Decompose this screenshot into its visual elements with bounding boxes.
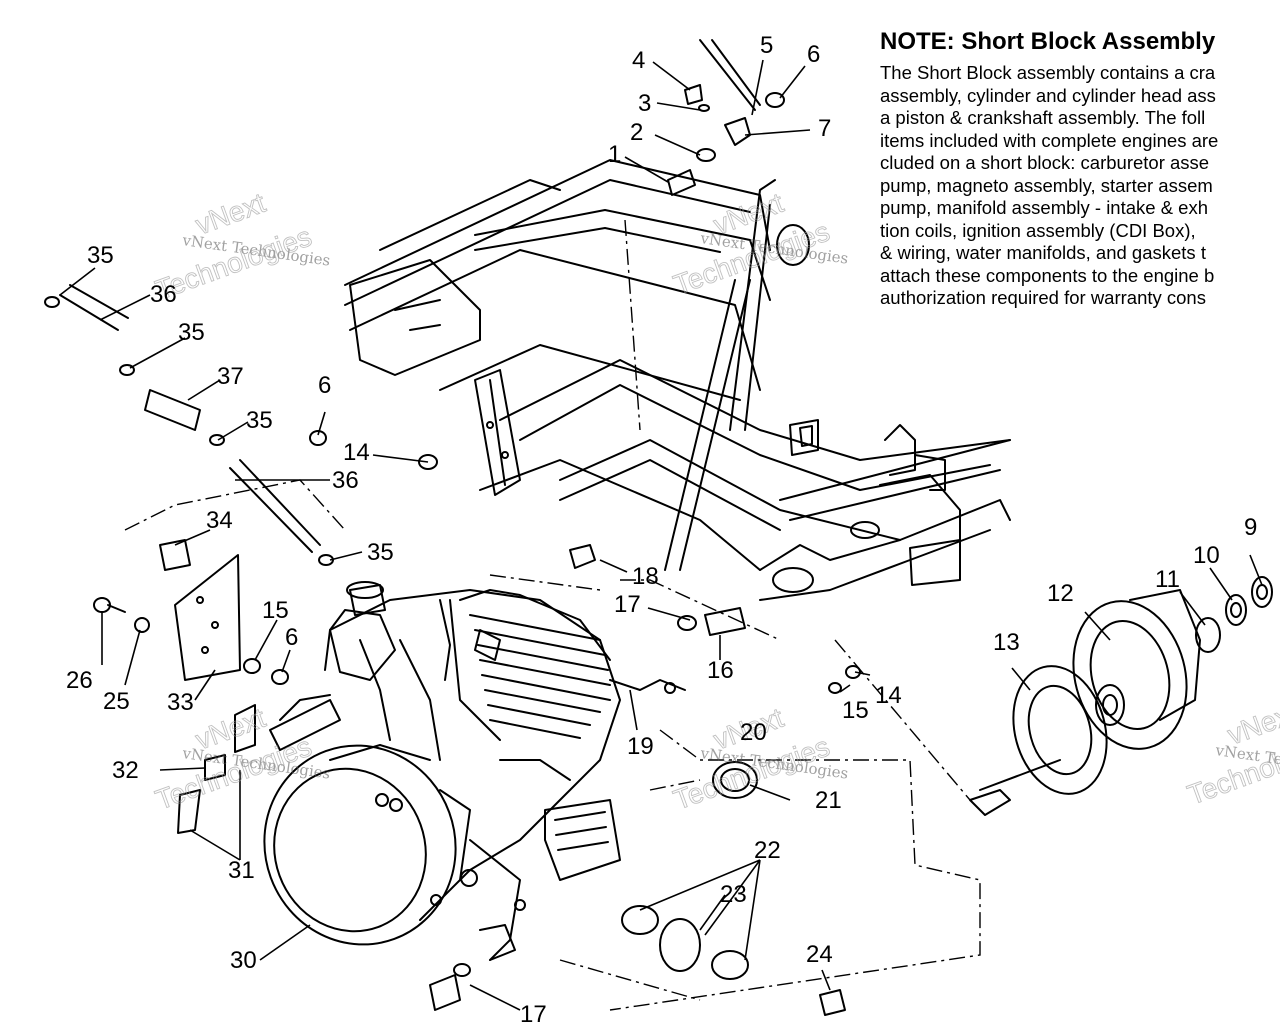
callout-label: 33 xyxy=(167,689,194,716)
note-line: The Short Block assembly contains a cra xyxy=(880,62,1216,83)
callout-label: 24 xyxy=(806,941,833,968)
callout-label: 34 xyxy=(206,507,233,534)
callout-label: 4 xyxy=(632,47,645,74)
callout-label: 25 xyxy=(103,688,130,715)
callout-label: 19 xyxy=(627,733,654,760)
fuel-line-parts xyxy=(44,284,334,834)
callout-label: 36 xyxy=(332,467,359,494)
callout-label: 12 xyxy=(1047,580,1074,607)
assembly-guide-lines xyxy=(124,219,981,1011)
callout-label: 9 xyxy=(1244,514,1257,541)
callout-label: 17 xyxy=(614,591,641,618)
callout-label: 11 xyxy=(1155,566,1180,593)
callout-label: 35 xyxy=(87,242,114,269)
leader-lines xyxy=(59,59,1263,1011)
drive-clutch xyxy=(969,576,1273,816)
callout-label: 13 xyxy=(993,629,1020,656)
callout-label: 16 xyxy=(707,657,734,684)
callout-label: 3 xyxy=(638,90,651,117)
callout-label: 14 xyxy=(343,439,370,466)
short-block-note: NOTE: Short Block Assembly The Short Blo… xyxy=(880,28,1280,310)
callout-label: 6 xyxy=(318,372,331,399)
engine-mount-bracket xyxy=(349,259,521,496)
note-line: assembly, cylinder and cylinder head ass xyxy=(880,84,1216,106)
lower-clamps xyxy=(309,430,861,1016)
callout-label: 14 xyxy=(875,682,902,709)
callout-label: 35 xyxy=(246,407,273,434)
frame-diagonal-tubes xyxy=(664,179,810,571)
top-fasteners xyxy=(667,39,785,196)
recoil-cover xyxy=(263,744,471,946)
note-line: items included with complete engines are xyxy=(880,129,1219,151)
callout-label: 35 xyxy=(178,319,205,346)
note-line: pump, manifold assembly - intake & exh xyxy=(880,197,1209,218)
callout-label: 21 xyxy=(815,787,842,814)
engine-block xyxy=(269,581,686,961)
callout-label: 17 xyxy=(520,1001,547,1024)
note-line: a piston & crankshaft assembly. The foll xyxy=(880,107,1206,128)
callout-label: 7 xyxy=(818,115,831,142)
watermark-outline: vNext xyxy=(191,187,269,241)
callout-label: 36 xyxy=(150,281,177,308)
callout-label: 30 xyxy=(230,947,257,974)
watermark-outline: vNext xyxy=(1223,697,1280,751)
note-line: tion coils, ignition assembly (CDI Box), xyxy=(880,219,1196,241)
note-line: cluded on a short block: carburetor asse xyxy=(880,152,1210,173)
callout-label: 2 xyxy=(630,119,643,146)
callout-label: 5 xyxy=(760,32,773,59)
callout-label: 6 xyxy=(807,41,820,68)
callout-label: 20 xyxy=(740,719,767,746)
callout-label: 32 xyxy=(112,757,139,784)
callout-label: 1 xyxy=(608,141,621,168)
callout-label: 10 xyxy=(1193,542,1220,569)
callout-label: 18 xyxy=(632,563,659,590)
callout-label: 15 xyxy=(842,697,869,724)
callout-labels: 1 2 3 4 5 6 7 35 36 35 37 35 6 14 36 34 … xyxy=(66,32,1257,1028)
callout-label: 31 xyxy=(228,857,255,884)
callout-label: 22 xyxy=(754,837,781,864)
callout-label: 6 xyxy=(285,624,298,651)
note-line: & wiring, water manifolds, and gaskets t xyxy=(880,242,1206,263)
note-line: attach these components to the engine b xyxy=(880,264,1215,286)
callout-label: 15 xyxy=(262,597,289,624)
note-line: pump, magneto assembly, starter assem xyxy=(880,174,1213,196)
note-title: NOTE: Short Block Assembly xyxy=(880,28,1216,55)
callout-label: 37 xyxy=(217,363,244,390)
callout-label: 26 xyxy=(66,667,93,694)
note-line: authorization required for warranty cons xyxy=(880,287,1206,308)
callout-label: 23 xyxy=(720,881,747,908)
callout-label: 35 xyxy=(367,539,394,566)
